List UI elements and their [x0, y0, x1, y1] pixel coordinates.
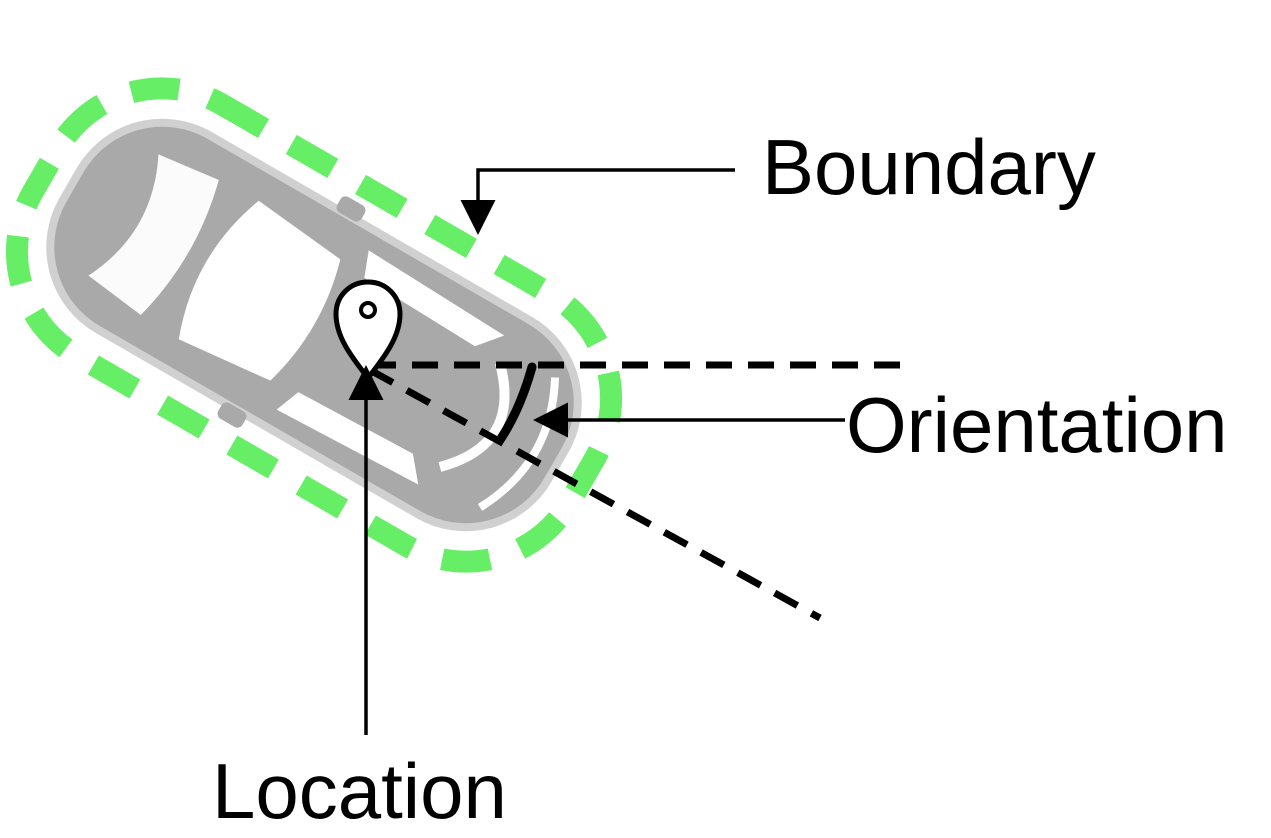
map-pin-icon — [333, 279, 403, 383]
boundary-leader-line — [460, 168, 735, 235]
orientation-label: Orientation — [846, 381, 1228, 469]
boundary-label: Boundary — [762, 123, 1096, 211]
location-label: Location — [212, 747, 507, 835]
orientation-angle-arc — [495, 362, 537, 445]
car-top-view-icon — [46, 118, 582, 532]
boundary-shape — [5, 77, 623, 573]
heading-line — [368, 366, 822, 622]
